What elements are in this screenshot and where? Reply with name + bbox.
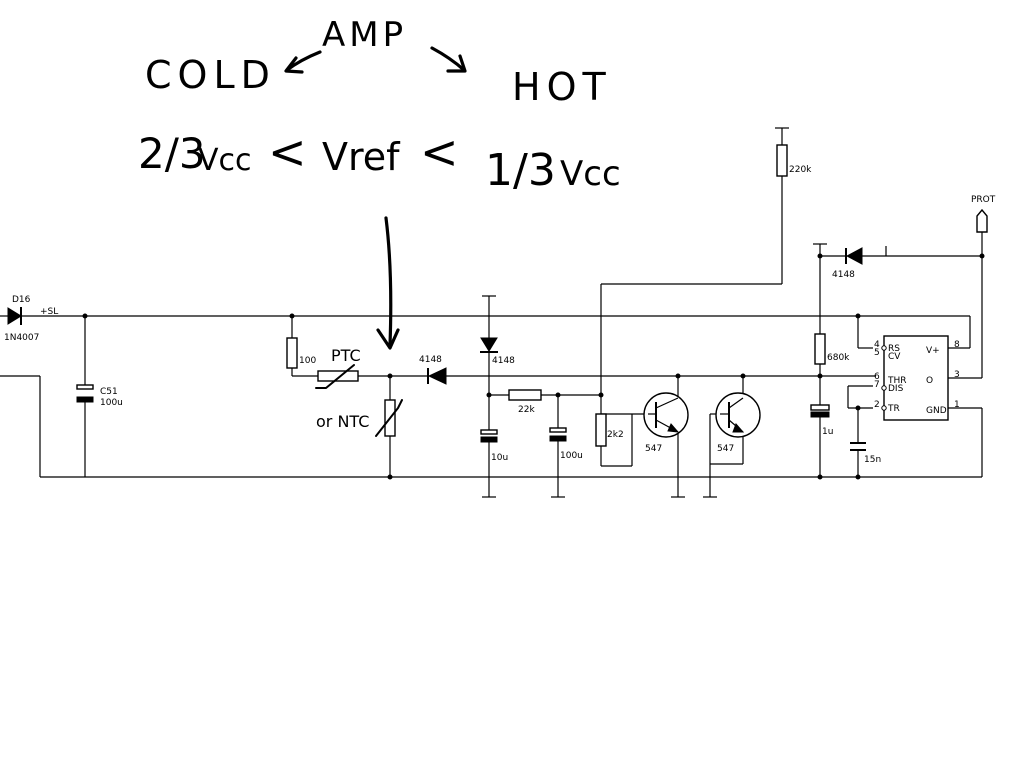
resistor-22k: 22k [508,389,542,415]
c100u-label: 100u [560,451,583,461]
ic-pin-name: TR [887,404,900,414]
ntc-slash [375,399,403,437]
ptc-slash [315,364,355,389]
capacitor-c51: C51 100u [76,384,123,408]
ntc-thermistor [375,399,403,437]
ic-pin-number: 5 [874,348,880,358]
ic-pin-name: GND [926,406,947,416]
ic-pin-number: 3 [954,370,960,380]
less-than-1: < [268,125,307,179]
arrow-head-hot [446,54,467,73]
vref-label: Vref [322,135,401,179]
handwritten-annotations: AMP COLD HOT 2/3 Vcc < Vref < 1/3 Vcc PT… [138,15,621,431]
ic-pin-name: CV [888,352,901,362]
d4148-c-label: 4148 [832,270,855,280]
fraction-two-thirds: 2/3 [138,129,206,178]
c51-value: 100u [100,398,123,408]
d4148-b-label: 4148 [492,356,515,366]
transistor-q2: 547 [715,392,761,454]
ic-pin-name: DIS [888,384,904,394]
ic-pin-number: 8 [954,340,960,350]
ic-pin-number: 4 [874,340,880,350]
prot-connector: PROT [971,195,996,233]
d16-label: D16 [12,295,31,305]
vref-arrow-head [376,328,400,350]
ic-pin-number: 7 [874,380,880,390]
ic-pin-number: 1 [954,400,960,410]
capacitor-15n: 15n [850,442,881,465]
ic-pin-name: RS [888,344,900,354]
capacitor-1u: 1u [810,404,833,437]
diode-d16: D16 1N4007 +SL [4,295,58,343]
diode-4148-vertical: 4148 [480,337,515,366]
r100-label: 100 [299,356,316,366]
fraction-one-third: 1/3 [485,145,556,196]
hot-label: HOT [512,65,612,109]
sl-label: +SL [40,307,58,317]
ic-pin-name: V+ [926,346,940,356]
diode-4148-top: 4148 [832,247,863,280]
resistor-220k: 220k [776,144,812,177]
c51-label: C51 [100,387,118,397]
capacitor-100u: 100u [549,427,583,461]
d4148-a-label: 4148 [419,355,442,365]
c1u-label: 1u [822,427,833,437]
c10u-label: 10u [491,453,508,463]
amp-label: AMP [322,15,407,55]
ic-pin-marker [881,405,887,411]
q2-label: 547 [717,444,734,454]
arrow-head-cold [284,56,304,74]
or-ntc-label: or NTC [316,412,369,431]
resistor-2k2: 2k2 [595,413,624,447]
c15n-label: 15n [864,455,881,465]
capacitor-10u: 10u [480,429,508,463]
prot-label: PROT [971,195,996,205]
ic-pin-marker [881,385,887,391]
arrow-to-hot [430,46,466,72]
ptc-label: PTC [331,346,361,365]
ic-pin-marker [881,345,887,351]
r22k-label: 22k [518,405,535,415]
r2k2-label: 2k2 [607,430,624,440]
ic-pin-number: 2 [874,400,880,410]
d16-part-label: 1N4007 [4,333,39,343]
ic-pin-number: 6 [874,372,880,382]
q1-label: 547 [645,444,662,454]
r680k-label: 680k [827,353,850,363]
diode-4148-horizontal: 4148 [419,355,447,385]
wires [0,127,983,498]
ic-pin-name: O [926,376,933,386]
transistor-q1: 547 [643,392,689,454]
junction-dots [82,253,985,480]
vcc-right-label: Vcc [560,154,621,194]
vref-arrow [384,216,393,347]
vcc-left-label: Vcc [198,143,252,178]
ic-pin-name: THR [887,376,907,386]
ptc-thermistor [315,364,359,389]
resistor-100: 100 [286,337,316,369]
r220k-label: 220k [789,165,812,175]
cold-label: COLD [145,53,276,97]
less-than-2: < [420,125,459,179]
resistor-680k: 680k [814,333,850,365]
